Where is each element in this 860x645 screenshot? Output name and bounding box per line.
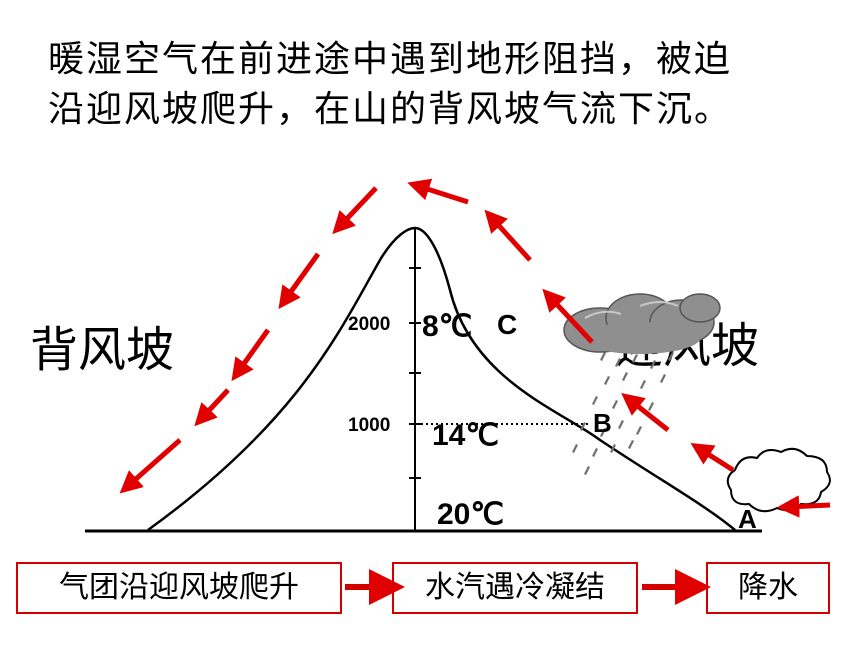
temperature-b-label: 14℃ (432, 419, 499, 452)
cloud-icon (726, 447, 831, 513)
point-b-label: B (593, 408, 612, 438)
flow-step-3: 降水 (706, 562, 830, 614)
title-line-2: 沿迎风坡爬升，在山的背风坡气流下沉。 (48, 89, 733, 130)
airflow-arrow (776, 495, 831, 518)
temperature-c-label: 8℃ (422, 310, 472, 343)
airflow-arrow (231, 328, 271, 382)
airflow-arrow (407, 178, 469, 205)
airflow-arrow (194, 388, 230, 427)
airflow-arrow (690, 442, 735, 473)
airflow-arrows-leeward (119, 186, 378, 494)
point-c-label: C (497, 309, 517, 340)
flow-step-1: 气团沿迎风坡爬升 (16, 562, 342, 614)
leeward-slope-label: 背风坡 (30, 322, 174, 378)
airflow-arrow (119, 438, 182, 494)
airflow-arrow (278, 252, 321, 310)
title-line-1: 暖湿空气在前进途中遇到地形阻挡，被迫 (48, 39, 733, 80)
rain-drops (572, 352, 674, 475)
airflow-arrow (542, 288, 594, 344)
airflow-arrow (332, 186, 378, 235)
airflow-arrows-windward (407, 178, 831, 518)
rain-cloud-icon (563, 293, 721, 354)
airflow-arrow (484, 209, 532, 262)
altitude-2000-label: 2000 (348, 314, 390, 335)
point-a-label: A (738, 504, 757, 534)
mountain-outline (147, 226, 736, 532)
airflow-arrow (621, 393, 670, 432)
flow-step-2: 水汽遇冷凝结 (392, 562, 638, 614)
temperature-a-label: 20℃ (437, 498, 504, 531)
altitude-1000-label: 1000 (348, 415, 390, 436)
